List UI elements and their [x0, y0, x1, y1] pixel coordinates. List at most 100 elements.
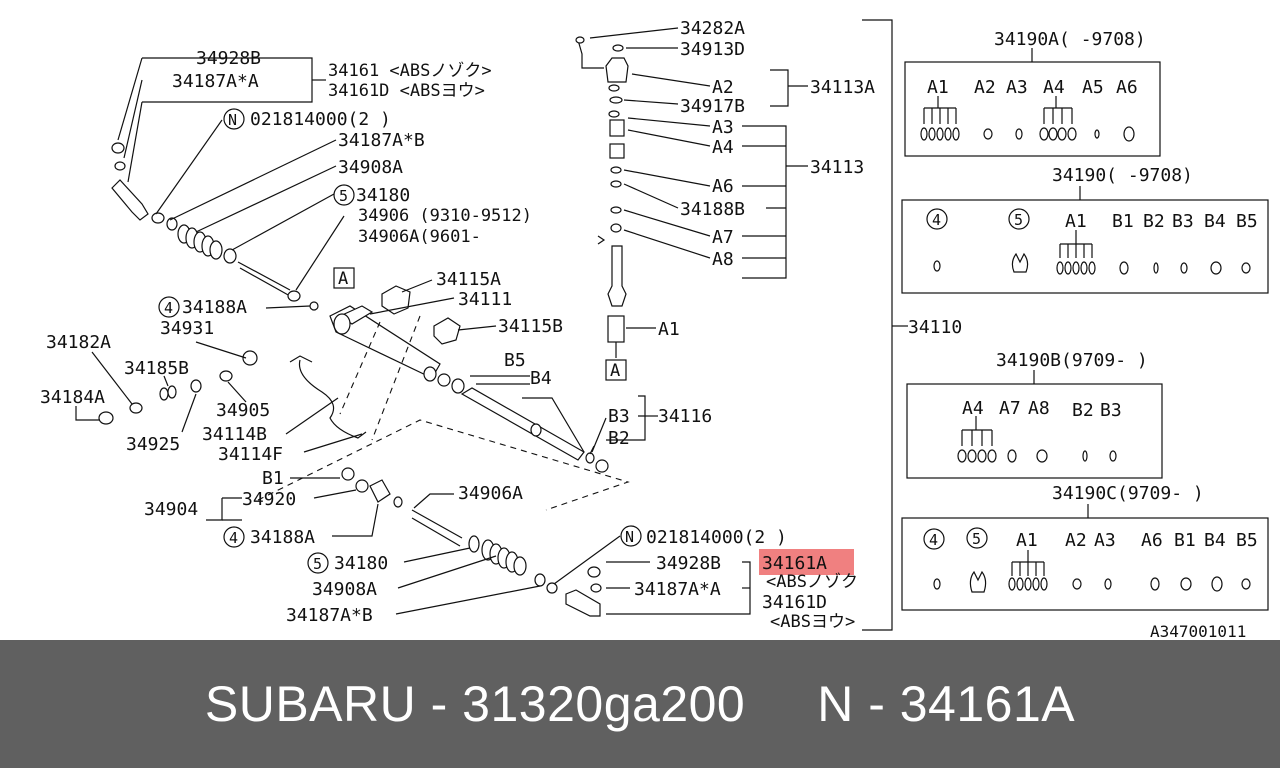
- rack-housing: [195, 279, 497, 453]
- pinion-shaft: [607, 245, 627, 307]
- kit-34190-item-B3: B3: [1172, 211, 1194, 232]
- label-34925: 34925: [126, 434, 180, 455]
- label-34913D: 34913D: [680, 39, 745, 60]
- kit-34190-item-B4: B4: [1204, 211, 1226, 232]
- label-34115A: 34115A: [436, 269, 501, 290]
- kit-boxes: [901, 48, 1269, 611]
- label-34920: 34920: [242, 489, 296, 510]
- callout-5-top: [333, 184, 355, 206]
- label-34111: 34111: [458, 289, 512, 310]
- kit-box-34190C: [901, 517, 1269, 611]
- kit-34190A-item-A2: A2: [974, 77, 996, 98]
- bracket-34110: [862, 19, 893, 631]
- reference-letter-a-right: A: [610, 361, 620, 381]
- callout-5-bottom: [307, 552, 329, 574]
- label-34931: 34931: [160, 318, 214, 339]
- kit-34190C-item-B4: B4: [1204, 530, 1226, 551]
- label-34188B: 34188B: [680, 199, 745, 220]
- kit-34190B-item-B3: B3: [1100, 400, 1122, 421]
- label-34161D-bottom: 34161D: [762, 592, 827, 613]
- label-34113: 34113: [810, 157, 864, 178]
- diagram-id: A347001011: [1150, 622, 1246, 640]
- kit-34190B-item-B2: B2: [1072, 400, 1094, 421]
- lower-tie-rod-assembly: [206, 467, 751, 617]
- kit-34190B-item-A7: A7: [999, 398, 1021, 419]
- label-34188A-bottom: 34188A: [250, 527, 315, 548]
- kit-title-34190B: 34190B(9709- ): [996, 350, 1148, 371]
- label-A4: A4: [712, 137, 734, 158]
- label-A2: A2: [712, 77, 734, 98]
- reference-box-a-right: [605, 359, 627, 381]
- callout-4-bottom-text: 4: [229, 529, 238, 547]
- valve-stack: [575, 27, 808, 358]
- steering-rack-exploded-diagram: 34928B 34187A*A 34161 <ABSノゾク> 34161D <A…: [40, 18, 1269, 640]
- tie-rod-end-lower: [565, 589, 601, 617]
- label-34161D-top: 34161D <ABSヨウ>: [328, 81, 485, 101]
- label-34908A-bottom: 34908A: [312, 579, 377, 600]
- mount-bracket-34115B: [433, 317, 461, 345]
- parts-diagram-area: 34928B 34187A*A 34161 <ABSノゾク> 34161D <A…: [40, 18, 1269, 640]
- tie-rod-end-upper: [111, 179, 149, 221]
- label-34182A: 34182A: [46, 332, 111, 353]
- label-34161: 34161 <ABSノゾク>: [328, 61, 492, 81]
- label-A7: A7: [712, 227, 734, 248]
- kit-34190A-item-A6: A6: [1116, 77, 1138, 98]
- label-A1: A1: [658, 319, 680, 340]
- label-34115B: 34115B: [498, 316, 563, 337]
- kit-34190C-item-4: 4: [929, 531, 938, 549]
- label-34185B: 34185B: [124, 358, 189, 379]
- kit-34190C-item-B1: B1: [1174, 530, 1196, 551]
- part-footer-banner: SUBARU - 31320ga200 N - 34161A: [0, 640, 1280, 768]
- label-34113A: 34113A: [810, 77, 875, 98]
- kit-34190-item-5: 5: [1014, 211, 1023, 229]
- label-abs-you: <ABSヨウ>: [770, 612, 855, 632]
- footer-part-number: SUBARU - 31320ga200 N - 34161A: [204, 676, 1076, 732]
- upper-tie-rod-assembly: [111, 57, 345, 311]
- label-34187AA-bottom: 34187A*A: [634, 579, 721, 600]
- label-34187AA-top: 34187A*A: [172, 71, 259, 92]
- kit-34190A-item-A5: A5: [1082, 77, 1104, 98]
- kit-34190C-item-B5: B5: [1236, 530, 1258, 551]
- label-34180-bottom: 34180: [334, 553, 388, 574]
- reference-letter-a-left: A: [338, 269, 348, 289]
- label-B5: B5: [504, 350, 526, 371]
- kit-34190B-item-A8: A8: [1028, 398, 1050, 419]
- label-34114F: 34114F: [218, 444, 283, 465]
- wire-harness: [298, 359, 367, 439]
- label-34110: 34110: [908, 317, 962, 338]
- callout-n-bottom-text: N: [625, 528, 634, 546]
- kit-34190C-item-5: 5: [972, 530, 981, 548]
- kit-34190-item-B5: B5: [1236, 211, 1258, 232]
- label-021814000-bottom: 021814000(2 ): [646, 527, 787, 548]
- label-34905: 34905: [216, 400, 270, 421]
- dashed-outline-lower: [257, 419, 630, 511]
- label-34184A: 34184A: [40, 387, 105, 408]
- label-A8: A8: [712, 249, 734, 270]
- kit-34190A-item-A3: A3: [1006, 77, 1028, 98]
- kit-34190-item-A1: A1: [1065, 211, 1087, 232]
- label-34188A-top: 34188A: [182, 297, 247, 318]
- label-34282A: 34282A: [680, 18, 745, 39]
- label-34161A: 34161A: [762, 553, 827, 574]
- boot-bellows-upper: [177, 224, 223, 260]
- label-021814000-top: 021814000(2 ): [250, 109, 391, 130]
- kit-title-34190: 34190( -9708): [1052, 165, 1193, 186]
- label-34187AB-top: 34187A*B: [338, 130, 425, 151]
- callout-5-top-text: 5: [339, 187, 348, 205]
- label-A3: A3: [712, 117, 734, 138]
- kit-labels: 34190A( -9708) A1 A2 A3 A4 A5 A6 34190( …: [923, 29, 1258, 551]
- label-A6: A6: [712, 176, 734, 197]
- label-34904: 34904: [144, 499, 198, 520]
- boot-bellows-lower: [481, 539, 527, 576]
- callout-4-top-text: 4: [164, 299, 173, 317]
- label-34906: 34906 (9310-9512): [358, 206, 532, 226]
- callout-4-top: [158, 296, 180, 318]
- label-34908A-top: 34908A: [338, 157, 403, 178]
- kit-34190-item-B1: B1: [1112, 211, 1134, 232]
- kit-34190C-item-A2: A2: [1065, 530, 1087, 551]
- callout-letters: A A N 5 4 4 5 N: [164, 111, 634, 573]
- callout-4-bottom: [223, 526, 245, 548]
- kit-34190C-item-A1: A1: [1016, 530, 1038, 551]
- label-34906A-bottom: 34906A: [458, 483, 523, 504]
- label-B4: B4: [530, 368, 552, 389]
